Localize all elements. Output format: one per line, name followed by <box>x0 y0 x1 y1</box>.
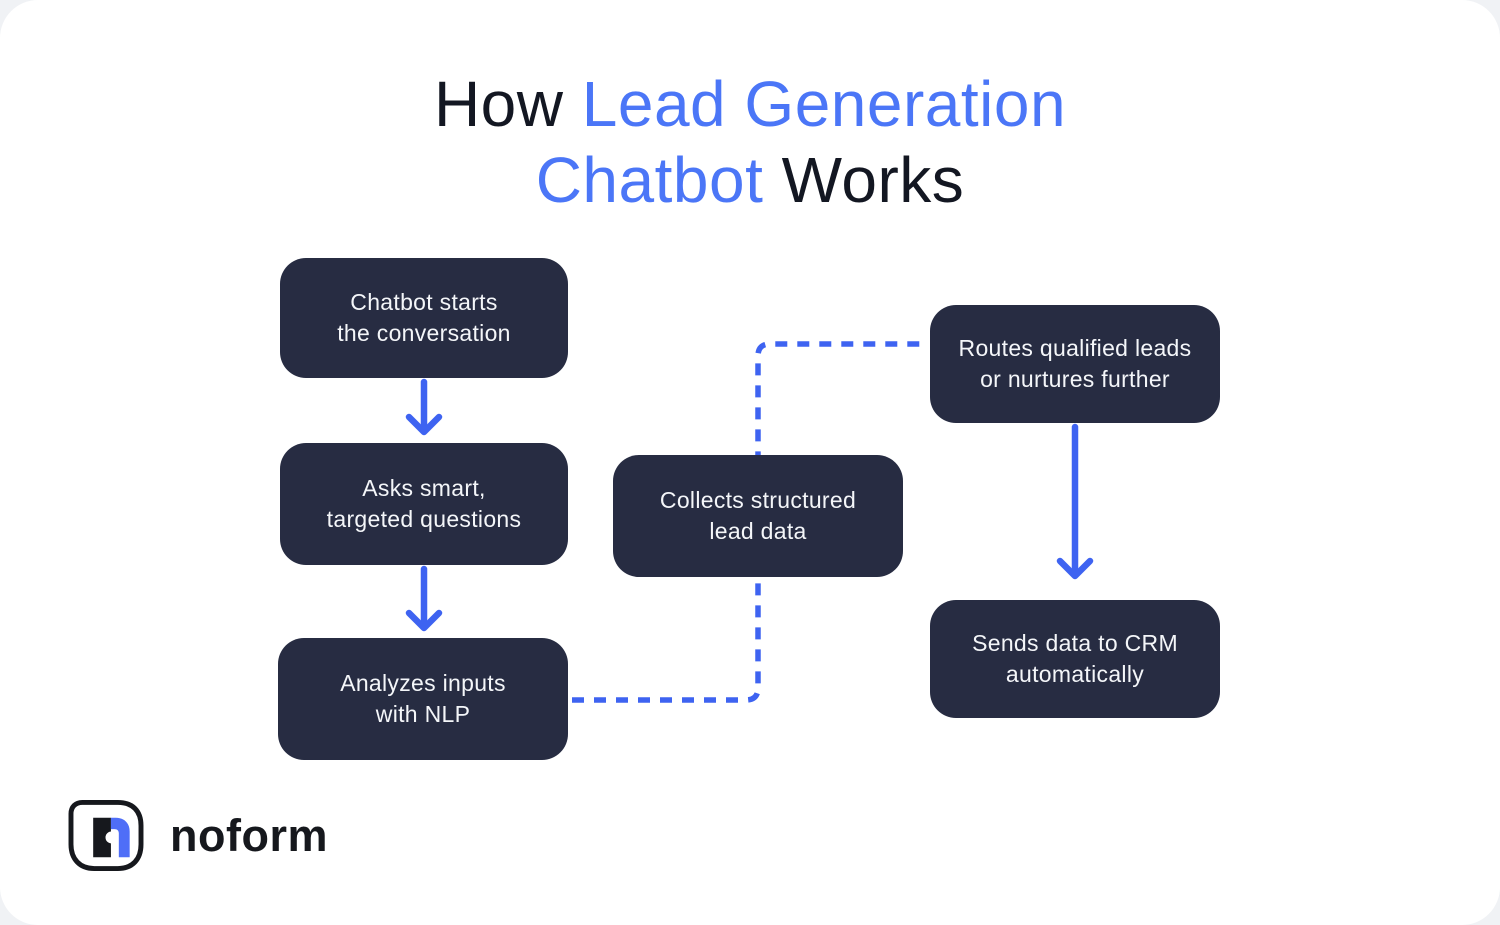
title-segment-lead-generation: Lead Generation <box>581 68 1067 140</box>
flow-node-routes-leads: Routes qualified leads or nurtures furth… <box>930 305 1220 423</box>
noform-logo-icon <box>68 800 144 871</box>
flow-node-asks-questions: Asks smart, targeted questions <box>280 443 568 565</box>
flow-node-collects-data: Collects structured lead data <box>613 455 903 577</box>
title-segment-works: Works <box>763 144 965 216</box>
page-title: How Lead Generation Chatbot Works <box>0 66 1500 218</box>
arrow-start-to-questions <box>405 378 443 436</box>
title-segment-chatbot: Chatbot <box>535 144 764 216</box>
title-segment-how: How <box>433 68 582 140</box>
flow-node-sends-crm: Sends data to CRM automatically <box>930 600 1220 718</box>
arrow-route-to-crm <box>1056 423 1094 580</box>
noform-logo-text: noform <box>170 809 328 861</box>
flow-node-chatbot-starts: Chatbot starts the conversation <box>280 258 568 378</box>
noform-logo: noform <box>68 800 328 871</box>
flow-node-analyzes-nlp: Analyzes inputs with NLP <box>278 638 568 760</box>
arrow-questions-to-nlp <box>405 565 443 632</box>
